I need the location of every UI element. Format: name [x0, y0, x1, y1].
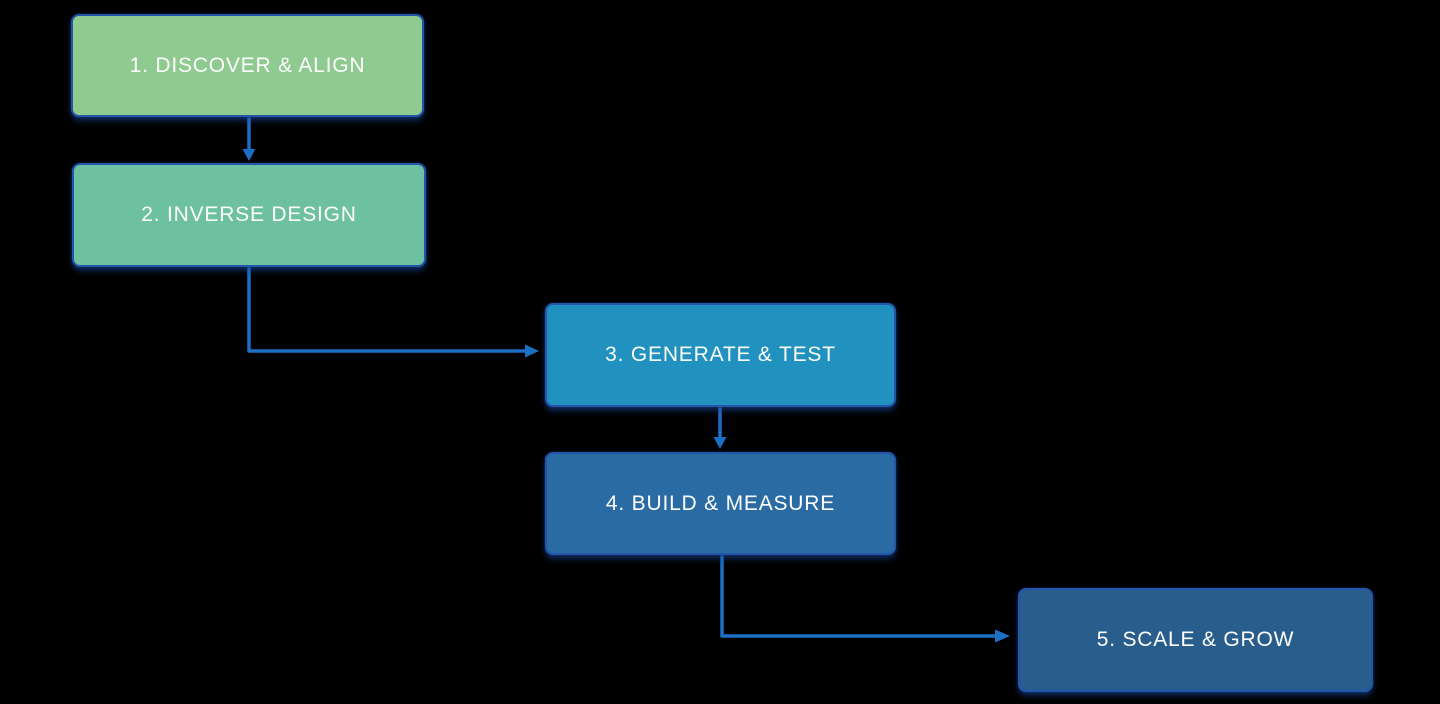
flow-step-scale-grow: 5. SCALE & GROW — [1018, 588, 1373, 692]
connector-line — [720, 555, 998, 638]
arrow-down-icon — [713, 437, 727, 449]
connector-generate-to-build — [713, 407, 727, 449]
arrow-right-icon — [995, 629, 1010, 643]
flow-step-label: 5. SCALE & GROW — [1096, 628, 1295, 651]
flow-step-label: 2. INVERSE DESIGN — [141, 203, 357, 226]
flow-step-generate-test: 3. GENERATE & TEST — [545, 303, 896, 407]
connector-inverse-to-generate — [247, 267, 539, 358]
flow-step-label: 1. DISCOVER & ALIGN — [129, 53, 366, 77]
arrow-down-icon — [242, 149, 256, 161]
arrow-right-icon — [525, 344, 539, 358]
flow-step-label: 3. GENERATE & TEST — [605, 343, 836, 366]
connector-line — [247, 267, 528, 353]
connector-build-to-scale — [720, 555, 1010, 643]
flow-step-inverse-design: 2. INVERSE DESIGN — [72, 163, 426, 267]
flow-step-build-measure: 4. BUILD & MEASURE — [545, 452, 896, 555]
connector-discover-to-inverse — [242, 117, 256, 161]
flow-step-discover-align: 1. DISCOVER & ALIGN — [71, 14, 424, 117]
flow-step-label: 4. BUILD & MEASURE — [605, 491, 836, 515]
